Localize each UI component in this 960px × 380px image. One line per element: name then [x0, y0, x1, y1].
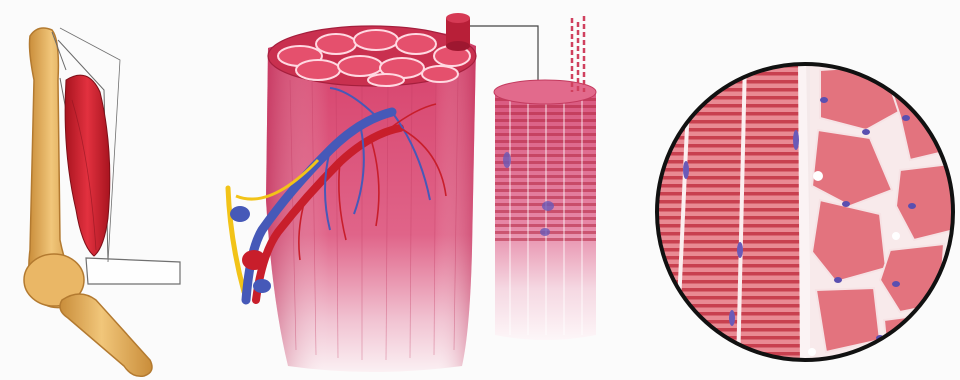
- longitudinal-fibers: [650, 60, 800, 370]
- micrograph-panel: [650, 60, 960, 370]
- cutaway-outline: [86, 258, 180, 284]
- fiber-top-face: [494, 80, 596, 104]
- fiber-panel: [494, 16, 596, 340]
- forearm-bone: [60, 294, 152, 376]
- nerve: [228, 188, 244, 292]
- connector-arrow: [470, 26, 538, 84]
- sample-cylinder: [446, 13, 470, 51]
- arm-panel: [24, 28, 180, 376]
- biceps-muscle: [65, 75, 110, 256]
